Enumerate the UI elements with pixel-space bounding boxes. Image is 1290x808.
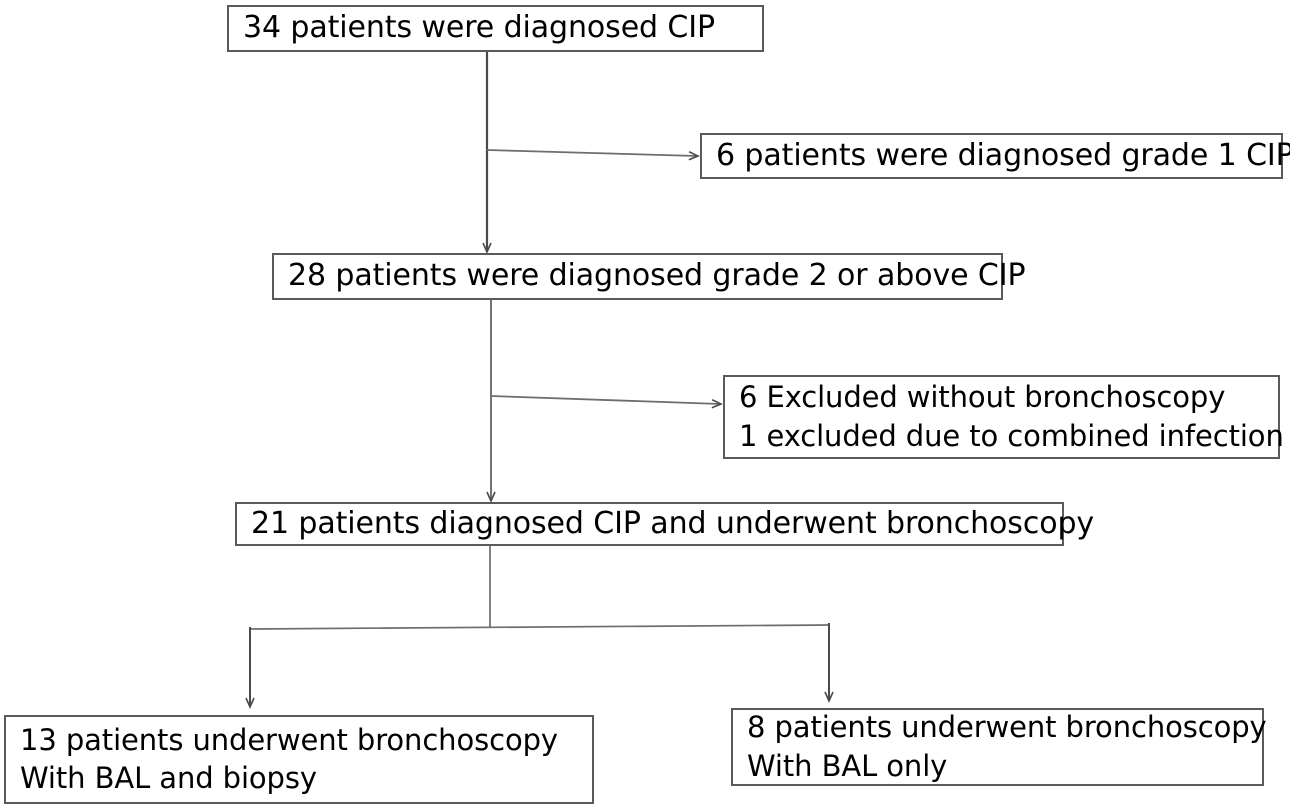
node-total-patients: 34 patients were diagnosed CIP (227, 5, 764, 52)
node-bal-only-line-2: With BAL only (747, 748, 948, 783)
edge-grade2plus-to-excluded (490, 395, 723, 409)
node-excluded-patients-line-2: 1 excluded due to combined infection (739, 418, 1284, 453)
edge-bronchoscopy-split (245, 546, 834, 709)
node-grade1-cip: 6 patients were diagnosed grade 1 CIP (700, 133, 1290, 179)
node-grade2-or-above-cip-line-1: 28 patients were diagnosed grade 2 or ab… (288, 258, 1026, 294)
node-excluded-patients-line-1: 6 Excluded without bronchoscopy (739, 380, 1226, 415)
node-total-patients-line-1: 34 patients were diagnosed CIP (243, 10, 716, 46)
node-underwent-bronchoscopy: 21 patients diagnosed CIP and underwent … (235, 502, 1095, 546)
node-underwent-bronchoscopy-line-1: 21 patients diagnosed CIP and underwent … (251, 505, 1095, 541)
node-grade2-or-above-cip: 28 patients were diagnosed grade 2 or ab… (272, 253, 1026, 300)
edge-total-to-grade1 (486, 149, 700, 161)
node-grade1-cip-line-1: 6 patients were diagnosed grade 1 CIP (716, 137, 1290, 173)
node-bal-only-line-1: 8 patients underwent bronchoscopy (747, 710, 1267, 745)
node-bal-and-biopsy: 13 patients underwent bronchoscopy With … (4, 715, 594, 804)
node-bal-only: 8 patients underwent bronchoscopy With B… (731, 708, 1267, 786)
node-excluded-patients: 6 Excluded without bronchoscopy 1 exclud… (723, 375, 1284, 459)
node-bal-and-biopsy-line-2: With BAL and biopsy (20, 761, 317, 795)
node-bal-and-biopsy-line-1: 13 patients underwent bronchoscopy (20, 722, 558, 757)
